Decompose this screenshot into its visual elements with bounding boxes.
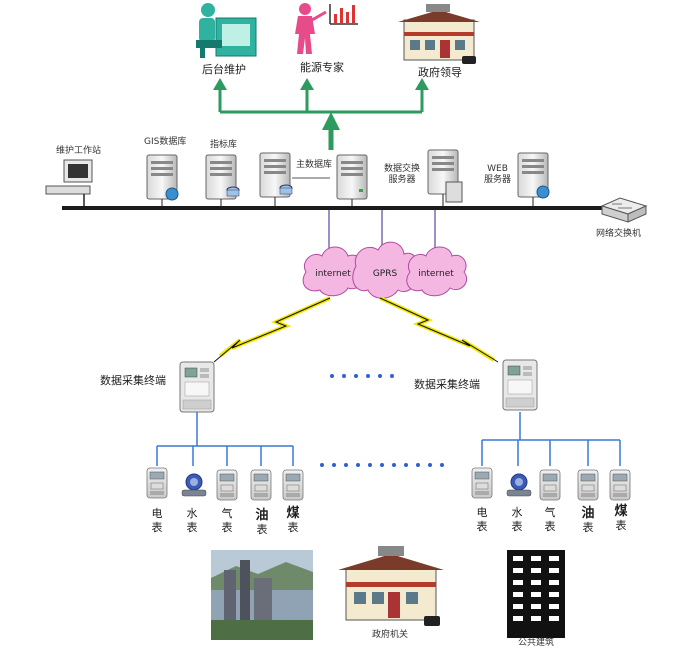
- network-bus: [62, 206, 622, 210]
- meter-lines-left: [156, 412, 294, 466]
- government-office-label: 政府机关: [371, 630, 409, 640]
- meter-label-water-left: 水表: [186, 507, 198, 534]
- electric-meter-right-icon: [471, 467, 493, 499]
- meter-label-gas-right: 气表: [544, 506, 556, 533]
- maintenance-person-icon: [196, 3, 257, 58]
- ellipsis-dots-upper: [330, 374, 394, 378]
- uplink-arrows: [213, 78, 429, 150]
- web-server-icon: [517, 152, 550, 206]
- water-meter-left-icon: [181, 473, 207, 497]
- lightning-left: [213, 296, 331, 363]
- meter-label-coal-right: 煤表: [614, 504, 628, 533]
- meter-label-electric-left: 电表: [151, 507, 163, 534]
- meter-label-electric-right: 电表: [476, 506, 488, 533]
- gis-db-label: GIS数据库: [144, 137, 187, 147]
- oil-meter-left-icon: [250, 469, 272, 501]
- cloud-label-internet-left: internet: [315, 269, 351, 279]
- role-label-maintenance: 后台维护: [202, 63, 246, 76]
- index-database-server-icon: [205, 154, 240, 206]
- terminal-left-icon: [179, 361, 215, 413]
- index-db-label: 指标库: [210, 140, 238, 150]
- workstation-label: 维护工作站: [56, 146, 102, 156]
- meter-label-gas-left: 气表: [221, 507, 233, 534]
- main-db-label: 主数据库: [296, 160, 333, 170]
- gas-meter-left-icon: [216, 469, 238, 501]
- gis-database-server-icon: [146, 154, 179, 206]
- main-database-server-a-icon: [259, 152, 293, 206]
- government-office-icon: [338, 546, 444, 626]
- web-server-label: WEB 服务器: [484, 164, 512, 185]
- switch-label: 网络交换机: [596, 229, 642, 239]
- meter-label-coal-left: 煤表: [286, 506, 300, 535]
- main-database-server-b-icon: [336, 154, 368, 206]
- water-meter-right-icon: [506, 473, 532, 497]
- electric-meter-left-icon: [146, 467, 168, 499]
- cloud-label-gprs: GPRS: [373, 269, 398, 279]
- network-switch-icon: [600, 197, 648, 223]
- exchange-server-label: 数据交换 服务器: [384, 164, 421, 185]
- exchange-server-icon: [427, 149, 463, 206]
- oil-meter-right-icon: [577, 469, 599, 501]
- internet-cloud-right: [406, 246, 468, 297]
- meter-label-water-right: 水表: [511, 506, 523, 533]
- terminal-right-icon: [502, 359, 538, 411]
- gas-meter-right-icon: [539, 469, 561, 501]
- government-building-icon: [398, 4, 480, 64]
- coal-meter-right-icon: [609, 469, 631, 501]
- public-building-icon: [507, 550, 565, 638]
- cloud-links: [328, 210, 436, 248]
- factory-photo: [211, 550, 313, 640]
- public-building-label: 公共建筑: [517, 638, 555, 648]
- terminal-right-label: 数据采集终端: [414, 378, 480, 391]
- role-label-government: 政府领导: [418, 66, 462, 79]
- workstation-icon: [45, 159, 93, 206]
- coal-meter-left-icon: [282, 469, 304, 501]
- meter-label-oil-right: 油表: [581, 506, 595, 535]
- terminal-left-label: 数据采集终端: [100, 374, 166, 387]
- meter-lines-right: [481, 412, 621, 466]
- lightning-right: [379, 296, 499, 363]
- ellipsis-dots-lower: [320, 463, 444, 467]
- role-label-energy-expert: 能源专家: [300, 61, 344, 74]
- energy-expert-icon: [295, 3, 358, 54]
- cloud-label-internet-right: internet: [418, 269, 454, 279]
- meter-label-oil-left: 油表: [255, 508, 269, 537]
